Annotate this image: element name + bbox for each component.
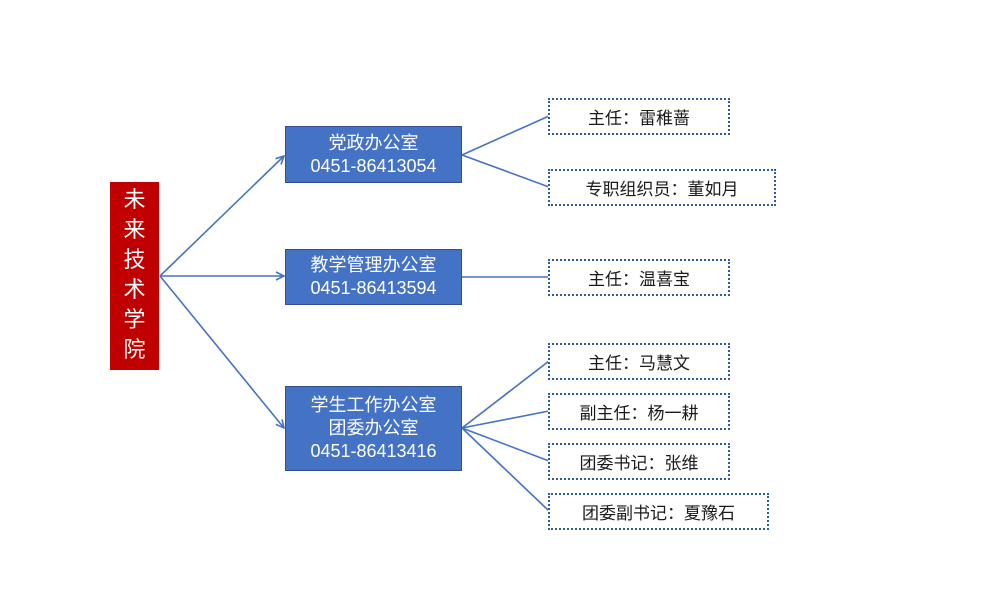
staff-box: 副主任：杨一耕 xyxy=(548,393,730,430)
connector-root-dept-0 xyxy=(159,156,284,277)
department-name: 党政办公室 xyxy=(328,132,419,154)
staff-box: 主任：雷稚蔷 xyxy=(548,98,730,135)
connector-dept-2-person-3 xyxy=(461,427,550,512)
staff-label: 主任：马慧文 xyxy=(588,354,690,374)
staff-box: 主任：温喜宝 xyxy=(548,259,730,296)
root-college-label: 未来技术学院 xyxy=(123,188,146,363)
department-box-teaching-office: 教学管理办公室 0451-86413594 xyxy=(285,249,462,305)
staff-box: 主任：马慧文 xyxy=(548,343,730,380)
connector-dept-0-person-1 xyxy=(461,154,550,188)
connector-dept-0-person-0 xyxy=(461,115,550,156)
staff-label: 团委副书记：夏豫石 xyxy=(582,504,735,524)
department-box-student-affairs-office: 学生工作办公室 团委办公室 0451-86413416 xyxy=(285,386,462,471)
staff-label: 团委书记：张维 xyxy=(579,454,699,474)
connector-dept-2-person-1 xyxy=(461,410,550,429)
staff-box: 专职组织员：董如月 xyxy=(548,169,776,206)
staff-box: 团委副书记：夏豫石 xyxy=(548,493,769,530)
staff-label: 副主任：杨一耕 xyxy=(579,404,699,424)
connector-dept-2-person-0 xyxy=(461,360,550,429)
staff-label: 主任：温喜宝 xyxy=(588,270,690,290)
staff-box: 团委书记：张维 xyxy=(548,443,730,480)
department-box-party-office: 党政办公室 0451-86413054 xyxy=(285,126,462,183)
staff-label: 专职组织员：董如月 xyxy=(585,180,739,200)
root-college-box: 未来技术学院 xyxy=(110,182,159,370)
department-name-secondary: 团委办公室 xyxy=(328,418,419,439)
department-name: 教学管理办公室 xyxy=(310,255,437,276)
department-phone: 0451-86413416 xyxy=(310,441,437,461)
connector-root-dept-2 xyxy=(159,275,284,428)
department-phone: 0451-86413054 xyxy=(310,155,437,176)
staff-label: 主任：雷稚蔷 xyxy=(588,109,690,129)
department-name: 学生工作办公室 xyxy=(310,395,437,416)
department-phone: 0451-86413594 xyxy=(310,278,437,298)
connector-dept-2-person-2 xyxy=(461,427,550,462)
